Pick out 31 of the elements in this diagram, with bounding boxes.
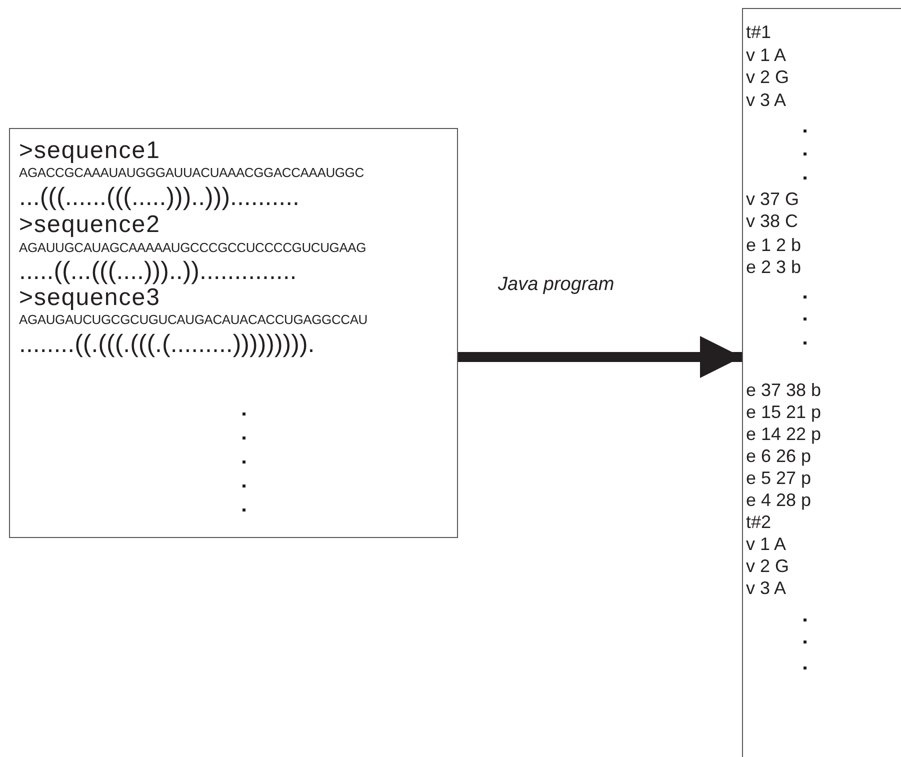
sequence-header: >sequence3 (19, 286, 160, 310)
graph-record-line: e 1 2 b (746, 236, 802, 254)
graph-record-line: v 2 G (746, 68, 790, 86)
graph-record-line: e 14 22 p (746, 425, 822, 443)
dot-bracket-structure: .....((...(((....)))..)).............. (19, 259, 297, 284)
graph-record-line: v 3 A (746, 579, 786, 597)
input-file-box (9, 128, 458, 538)
edge-label: Java program (496, 274, 616, 296)
graph-record-line: e 37 38 b (746, 381, 822, 399)
graph-record-line: v 37 G (746, 190, 800, 208)
output-file-panel (742, 8, 901, 757)
graph-record-line: t#2 (746, 513, 772, 531)
dot-bracket-structure: ........((.(((.(((.(.........))))))))). (19, 332, 315, 357)
dot-bracket-structure: ...(((......(((.....)))..))).......... (19, 185, 300, 210)
sequence-header: >sequence1 (19, 139, 160, 163)
graph-record-line: e 15 21 p (746, 403, 822, 421)
rna-sequence: AGAUGAUCUGCGCUGUCAUGACAUACACCUGAGGCCAU (19, 313, 368, 326)
graph-record-line: t#1 (746, 23, 772, 41)
graph-record-line: v 1 A (746, 46, 786, 64)
graph-record-line: v 3 A (746, 91, 786, 109)
graph-record-line: e 2 3 b (746, 258, 802, 276)
graph-record-line: e 6 26 p (746, 447, 812, 465)
sequence-header: >sequence2 (19, 213, 160, 237)
graph-record-line: e 4 28 p (746, 491, 812, 509)
graph-record-line: v 2 G (746, 557, 790, 575)
graph-record-line: e 5 27 p (746, 469, 812, 487)
graph-record-line: v 38 C (746, 212, 798, 230)
rna-sequence: AGAUUGCAUAGCAAAAAUGCCCGCCUCCCCGUCUGAAG (19, 241, 366, 254)
arrow (458, 336, 742, 378)
rna-sequence: AGACCGCAAAUAUGGGAUUACUAAACGGACCAAAUGGC (19, 166, 364, 179)
graph-record-line: v 1 A (746, 535, 786, 553)
